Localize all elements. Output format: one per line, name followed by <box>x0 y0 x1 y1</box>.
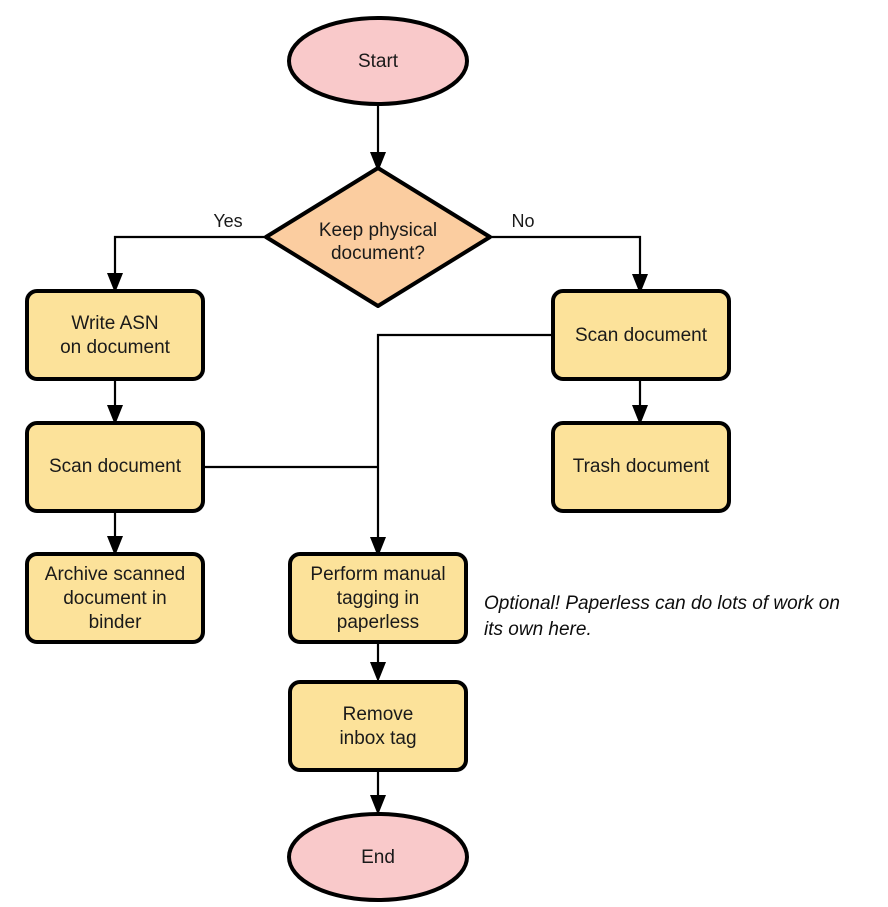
node-label-write-asn-line2: on document <box>60 337 171 358</box>
node-remove-inbox-tag[interactable]: Remove inbox tag <box>288 680 468 772</box>
tagging-box[interactable] <box>288 552 468 644</box>
edge-scan-right-to-tagging <box>370 333 553 557</box>
start-ellipse[interactable] <box>287 16 469 106</box>
decision-diamond[interactable] <box>264 166 492 308</box>
edge-line <box>490 235 642 282</box>
node-label-tagging-line2: tagging in <box>337 588 419 609</box>
node-write-asn[interactable]: Write ASN on document <box>25 289 205 381</box>
edge-scan-right-to-trash <box>632 378 648 425</box>
node-scan-document-left[interactable]: Scan document <box>25 421 205 513</box>
node-label-scan-document-left: Scan document <box>49 456 182 477</box>
node-label-end: End <box>361 847 395 868</box>
node-end[interactable]: End <box>287 812 469 902</box>
arrowhead-icon <box>107 273 123 293</box>
write-asn-box[interactable] <box>25 289 205 381</box>
edge-write-asn-to-scan-left <box>107 378 123 425</box>
node-label-start: Start <box>358 51 399 72</box>
arrowhead-icon <box>370 795 386 815</box>
edge-start-to-decision <box>370 103 386 172</box>
edge-label-no: No <box>511 211 534 231</box>
arrowhead-icon <box>370 662 386 682</box>
arrowhead-icon <box>370 152 386 172</box>
edge-line <box>376 333 553 545</box>
node-label-decision-line2: document? <box>331 243 425 264</box>
edge-tagging-to-remove-inbox <box>370 642 386 682</box>
edge-scan-left-to-archive <box>107 510 123 556</box>
node-label-remove-inbox-line2: inbox tag <box>339 728 416 749</box>
arrowhead-icon <box>632 274 648 294</box>
annotation-line1: Optional! Paperless can do lots of work … <box>484 593 840 614</box>
edge-line <box>113 235 265 281</box>
arrowhead-icon <box>107 405 123 425</box>
edge-remove-inbox-to-end <box>370 770 386 815</box>
node-start[interactable]: Start <box>287 16 469 106</box>
node-perform-manual-tagging[interactable]: Perform manual tagging in paperless <box>288 552 468 644</box>
archive-box[interactable] <box>25 552 205 644</box>
node-label-archive-line2: document in <box>63 588 167 609</box>
arrowhead-icon <box>632 405 648 425</box>
node-label-archive-line1: Archive scanned <box>45 564 185 585</box>
end-ellipse[interactable] <box>287 812 469 902</box>
node-label-remove-inbox-line1: Remove <box>343 704 414 725</box>
arrowhead-icon <box>370 537 386 557</box>
node-label-tagging-line3: paperless <box>337 612 419 633</box>
trash-document-box[interactable] <box>551 421 731 513</box>
node-label-tagging-line1: Perform manual <box>310 564 445 585</box>
arrowhead-icon <box>107 536 123 556</box>
node-label-decision-line1: Keep physical <box>319 220 437 241</box>
node-label-trash-document: Trash document <box>573 456 710 477</box>
remove-inbox-tag-box[interactable] <box>288 680 468 772</box>
edge-decision-yes-to-write-asn: Yes <box>107 211 265 293</box>
edge-label-yes: Yes <box>213 211 242 231</box>
scan-document-right-box[interactable] <box>551 289 731 381</box>
node-archive-scanned-document[interactable]: Archive scanned document in binder <box>25 552 205 644</box>
node-label-scan-document-right: Scan document <box>575 325 708 346</box>
node-label-write-asn-line1: Write ASN <box>71 313 158 334</box>
annotation-optional-note: Optional! Paperless can do lots of work … <box>484 593 840 640</box>
annotation-line2: its own here. <box>484 619 592 640</box>
node-scan-document-right[interactable]: Scan document <box>551 289 731 381</box>
node-label-archive-line3: binder <box>89 612 142 633</box>
scan-document-left-box[interactable] <box>25 421 205 513</box>
node-trash-document[interactable]: Trash document <box>551 421 731 513</box>
node-decision-keep-physical-document[interactable]: Keep physical document? <box>264 166 492 308</box>
edge-decision-no-to-scan-right: No <box>490 211 648 294</box>
